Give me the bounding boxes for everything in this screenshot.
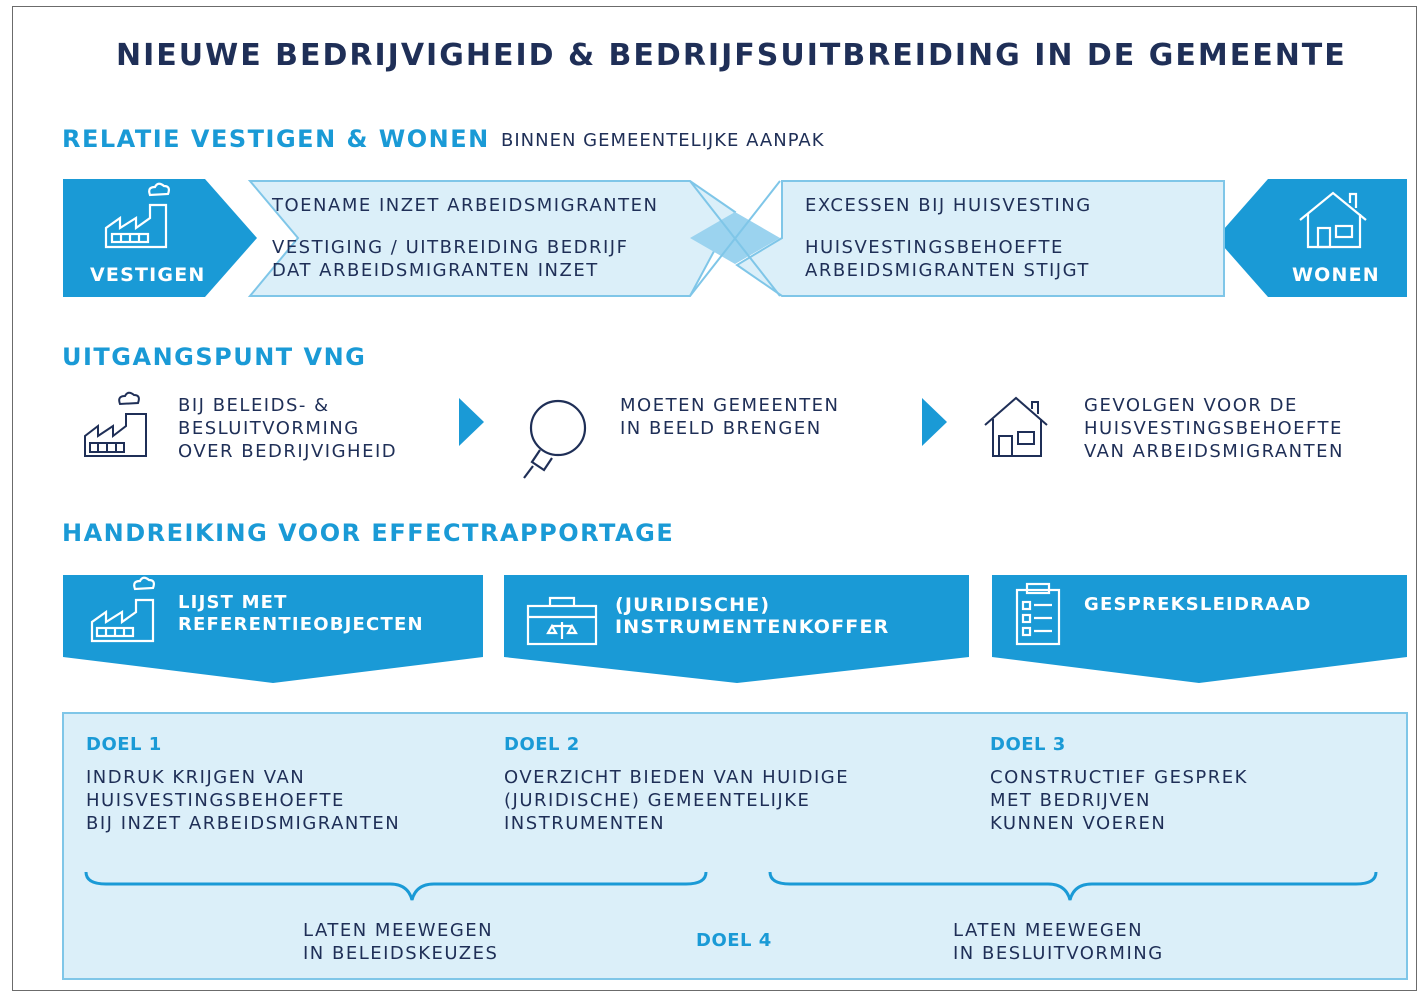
toolbox-icon	[526, 596, 598, 646]
right-outcome-line: IN BESLUITVORMING	[953, 943, 1164, 964]
step-3-line: GEVOLGEN VOOR DE	[1084, 395, 1298, 416]
factory-icon	[84, 391, 147, 457]
page-title: NIEUWE BEDRIJVIGHEID & BEDRIJFSUITBREIDI…	[116, 38, 1347, 73]
brace-left	[84, 871, 708, 901]
goal-1-line: BIJ INZET ARBEIDSMIGRANTEN	[86, 813, 401, 834]
left-box-line1: TOENAME INZET ARBEIDSMIGRANTEN	[272, 195, 659, 216]
arrow-right-icon	[459, 398, 484, 446]
wonen-label: WONEN	[1292, 264, 1380, 286]
goal-4-label: DOEL 4	[696, 930, 772, 951]
section-heading-uitgangspunt: UITGANGSPUNT VNG	[62, 343, 367, 371]
tool-banner-3	[992, 575, 1407, 683]
magnifier-icon	[523, 399, 587, 479]
right-box-line2a: HUISVESTINGSBEHOEFTE	[805, 237, 1064, 258]
tool-3-text: GESPREKSLEIDRAAD	[1084, 594, 1312, 616]
left-outcome-line: IN BELEIDSKEUZES	[303, 943, 499, 964]
tool-2-line: (JURIDISCHE)	[615, 594, 771, 616]
goal-1-line: INDRUK KRIJGEN VAN	[86, 767, 306, 788]
arrow-right-icon	[922, 398, 947, 446]
goals-panel	[62, 712, 1408, 980]
goal-1-line: HUISVESTINGSBEHOEFTE	[86, 790, 345, 811]
step-2-text: MOETEN GEMEENTEN IN BEELD BRENGEN	[620, 394, 840, 440]
goal-1-text: INDRUK KRIJGEN VAN HUISVESTINGSBEHOEFTE …	[86, 766, 400, 835]
tool-banner-2	[504, 575, 969, 683]
section-heading-relatie: RELATIE VESTIGEN & WONEN	[62, 125, 490, 153]
goal-3-line: MET BEDRIJVEN	[990, 790, 1151, 811]
left-box-line2b: DAT ARBEIDSMIGRANTEN INZET	[272, 260, 599, 281]
tool-3-line: GESPREKSLEIDRAAD	[1084, 594, 1312, 615]
house-icon	[984, 396, 1048, 457]
brace-right	[768, 871, 1378, 901]
tool-2-text: (JURIDISCHE) INSTRUMENTENKOFFER	[615, 594, 890, 638]
goal-3-heading: DOEL 3	[990, 734, 1066, 755]
goal-2-line: INSTRUMENTEN	[504, 813, 666, 834]
factory-icon	[104, 182, 170, 249]
factory-icon	[90, 576, 155, 643]
step-1-line: OVER BEDRIJVIGHEID	[178, 441, 398, 462]
right-outcome-line: LATEN MEEWEGEN	[953, 920, 1144, 941]
vestigen-arrow	[63, 179, 257, 297]
step-2-line: MOETEN GEMEENTEN	[620, 395, 840, 416]
page-frame	[12, 6, 1417, 991]
goal-3-line: KUNNEN VOEREN	[990, 813, 1167, 834]
section-subheading: BINNEN GEMEENTELIJKE AANPAK	[501, 130, 825, 151]
step-3-line: VAN ARBEIDSMIGRANTEN	[1084, 441, 1344, 462]
tool-1-line: REFERENTIEOBJECTEN	[178, 614, 424, 635]
goal-3-text: CONSTRUCTIEF GESPREK MET BEDRIJVEN KUNNE…	[990, 766, 1248, 835]
left-outcome: LATEN MEEWEGEN IN BELEIDSKEUZES	[303, 919, 498, 965]
step-3-line: HUISVESTINGSBEHOEFTE	[1084, 418, 1343, 439]
clipboard-icon	[1015, 582, 1061, 646]
goal-1-heading: DOEL 1	[86, 734, 162, 755]
right-box-line1: EXCESSEN BIJ HUISVESTING	[805, 195, 1092, 216]
vestigen-label: VESTIGEN	[90, 264, 206, 286]
step-1-line: BIJ BELEIDS- &	[178, 395, 330, 416]
tool-2-line: INSTRUMENTENKOFFER	[615, 616, 890, 638]
goal-2-heading: DOEL 2	[504, 734, 580, 755]
house-icon	[1299, 191, 1367, 249]
tool-banner-1	[63, 575, 483, 683]
right-box-line2b: ARBEIDSMIGRANTEN STIJGT	[805, 260, 1090, 281]
goal-2-text: OVERZICHT BIEDEN VAN HUIDIGE (JURIDISCHE…	[504, 766, 849, 835]
right-info-box	[735, 180, 1225, 297]
goal-2-line: (JURIDISCHE) GEMEENTELIJKE	[504, 790, 811, 811]
tool-1-line: LIJST MET	[178, 592, 288, 613]
goal-3-line: CONSTRUCTIEF GESPREK	[990, 767, 1248, 788]
left-box-line2a: VESTIGING / UITBREIDING BEDRIJF	[272, 237, 629, 258]
step-1-line: BESLUITVORMING	[178, 418, 360, 439]
right-outcome: LATEN MEEWEGEN IN BESLUITVORMING	[953, 919, 1164, 965]
step-1-text: BIJ BELEIDS- & BESLUITVORMING OVER BEDRI…	[178, 394, 397, 463]
step-3-text: GEVOLGEN VOOR DE HUISVESTINGSBEHOEFTE VA…	[1084, 394, 1344, 463]
step-2-line: IN BEELD BRENGEN	[620, 418, 822, 439]
section-heading-handreiking: HANDREIKING VOOR EFFECTRAPPORTAGE	[62, 519, 675, 547]
wonen-arrow	[1216, 179, 1407, 297]
left-outcome-line: LATEN MEEWEGEN	[303, 920, 494, 941]
tool-1-text: LIJST MET REFERENTIEOBJECTEN	[178, 592, 424, 636]
goal-2-line: OVERZICHT BIEDEN VAN HUIDIGE	[504, 767, 850, 788]
